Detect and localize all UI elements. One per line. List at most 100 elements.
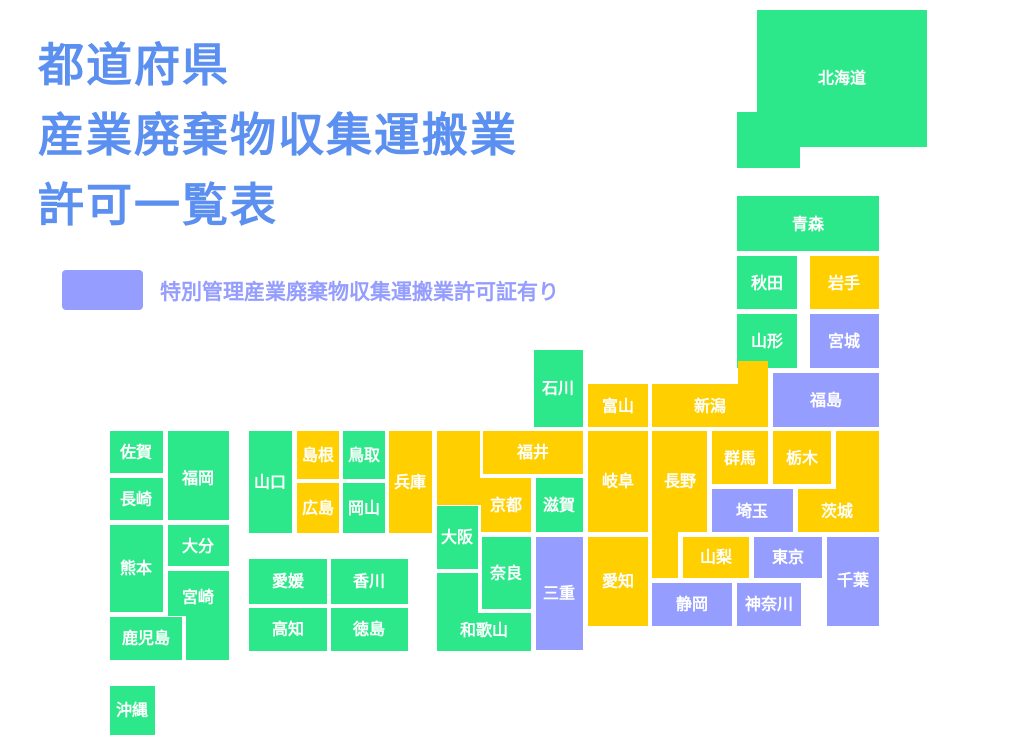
pref-kagawa[interactable]: 香川 [331,559,408,604]
svg-text:岐阜: 岐阜 [602,472,634,491]
title-line-1: 都道府県 [38,38,230,92]
pref-tokushima[interactable]: 徳島 [331,608,408,651]
pref-chiba[interactable]: 千葉 [827,537,879,626]
svg-text:奈良: 奈良 [489,564,522,583]
svg-text:福岡: 福岡 [181,469,214,488]
pref-ibaraki[interactable]: 茨城 [798,431,879,532]
pref-hiroshima[interactable]: 広島 [297,483,339,533]
svg-text:新潟: 新潟 [694,397,726,416]
svg-text:千葉: 千葉 [837,571,870,590]
svg-text:福島: 福島 [809,391,842,410]
pref-gunma[interactable]: 群馬 [712,431,768,484]
svg-text:岩手: 岩手 [827,274,860,293]
pref-kyoto[interactable]: 京都 [437,431,531,532]
svg-text:沖縄: 沖縄 [116,701,148,720]
title-line-3: 許可一覧表 [38,178,278,232]
pref-ehime[interactable]: 愛媛 [249,559,327,604]
svg-text:秋田: 秋田 [751,274,783,293]
svg-text:山形: 山形 [751,332,783,351]
svg-text:和歌山: 和歌山 [460,621,508,640]
svg-text:徳島: 徳島 [352,620,385,639]
svg-text:北海道: 北海道 [818,69,866,88]
pref-iwate[interactable]: 岩手 [810,256,879,309]
svg-text:福井: 福井 [516,443,549,462]
svg-text:富山: 富山 [602,397,634,416]
page-title: 都道府県 産業廃棄物収集運搬業 許可一覧表 [38,30,518,240]
svg-text:愛媛: 愛媛 [272,572,305,591]
svg-text:岡山: 岡山 [348,499,380,518]
pref-osaka[interactable]: 大阪 [437,506,478,569]
pref-akita[interactable]: 秋田 [737,256,797,309]
svg-text:香川: 香川 [352,572,385,591]
pref-shizuoka[interactable]: 静岡 [652,583,732,626]
svg-text:大分: 大分 [182,537,214,556]
pref-gifu[interactable]: 岐阜 [588,431,648,532]
svg-text:群馬: 群馬 [724,449,756,468]
pref-tochigi[interactable]: 栃木 [773,431,831,484]
svg-text:宮城: 宮城 [828,332,860,351]
pref-tokyo[interactable]: 東京 [754,537,822,578]
legend-label: 特別管理産業廃棄物収集運搬業許可証有り [160,280,559,304]
svg-text:東京: 東京 [772,548,804,567]
pref-aichi[interactable]: 愛知 [588,537,648,626]
svg-text:島根: 島根 [302,446,334,465]
pref-kagoshima[interactable]: 鹿児島 [110,617,182,660]
svg-text:熊本: 熊本 [120,559,152,578]
pref-kanagawa[interactable]: 神奈川 [737,583,801,626]
pref-hokkaido[interactable]: 北海道 [737,10,927,168]
pref-fukushima[interactable]: 福島 [773,373,879,427]
pref-fukui[interactable]: 福井 [483,431,583,474]
pref-niigata[interactable]: 新潟 [652,361,768,427]
svg-text:滋賀: 滋賀 [543,496,575,515]
pref-shimane[interactable]: 島根 [297,431,339,479]
svg-text:大阪: 大阪 [441,528,474,547]
pref-saitama[interactable]: 埼玉 [712,489,793,532]
pref-miyagi[interactable]: 宮城 [810,314,879,368]
pref-fukuoka[interactable]: 福岡 [168,431,229,520]
svg-text:長崎: 長崎 [120,490,152,509]
pref-yamagata[interactable]: 山形 [737,314,797,368]
pref-yamanashi[interactable]: 山梨 [683,537,749,578]
pref-miyazaki[interactable]: 宮崎 [168,571,229,660]
svg-text:茨城: 茨城 [821,502,853,521]
svg-text:愛知: 愛知 [602,572,634,591]
svg-text:山口: 山口 [254,473,286,492]
svg-text:静岡: 静岡 [676,595,708,614]
pref-mie[interactable]: 三重 [536,537,583,650]
svg-text:栃木: 栃木 [786,449,819,468]
svg-text:青森: 青森 [792,215,825,234]
svg-text:宮崎: 宮崎 [182,588,214,607]
svg-text:埼玉: 埼玉 [736,502,768,521]
svg-text:鳥取: 鳥取 [348,446,380,465]
pref-tottori[interactable]: 鳥取 [343,431,385,479]
svg-text:鹿児島: 鹿児島 [122,629,170,648]
svg-text:三重: 三重 [543,584,575,603]
pref-okinawa[interactable]: 沖縄 [110,686,155,735]
svg-text:広島: 広島 [302,499,334,518]
pref-toyama[interactable]: 富山 [588,384,648,427]
svg-text:高知: 高知 [272,620,304,639]
svg-text:佐賀: 佐賀 [119,443,152,462]
pref-aomori[interactable]: 青森 [737,196,879,251]
pref-nagano[interactable]: 長野 [652,431,707,578]
pref-hyogo[interactable]: 兵庫 [389,431,432,533]
pref-nagasaki[interactable]: 長崎 [110,478,163,520]
pref-kumamoto[interactable]: 熊本 [110,525,163,612]
pref-oita[interactable]: 大分 [168,525,229,566]
pref-shiga[interactable]: 滋賀 [536,478,583,532]
title-line-2: 産業廃棄物収集運搬業 [38,108,518,162]
pref-saga[interactable]: 佐賀 [110,431,163,473]
svg-text:京都: 京都 [490,496,522,515]
svg-text:神奈川: 神奈川 [745,595,793,614]
pref-yamaguchi[interactable]: 山口 [249,431,292,533]
svg-text:長野: 長野 [664,472,696,491]
pref-ishikawa[interactable]: 石川 [534,350,583,427]
pref-okayama[interactable]: 岡山 [343,483,385,533]
pref-wakayama[interactable]: 和歌山 [437,573,531,651]
svg-text:石川: 石川 [541,379,574,398]
legend-swatch [62,270,143,310]
pref-kochi[interactable]: 高知 [249,608,327,651]
svg-text:兵庫: 兵庫 [394,473,426,492]
pref-nara[interactable]: 奈良 [482,537,531,609]
